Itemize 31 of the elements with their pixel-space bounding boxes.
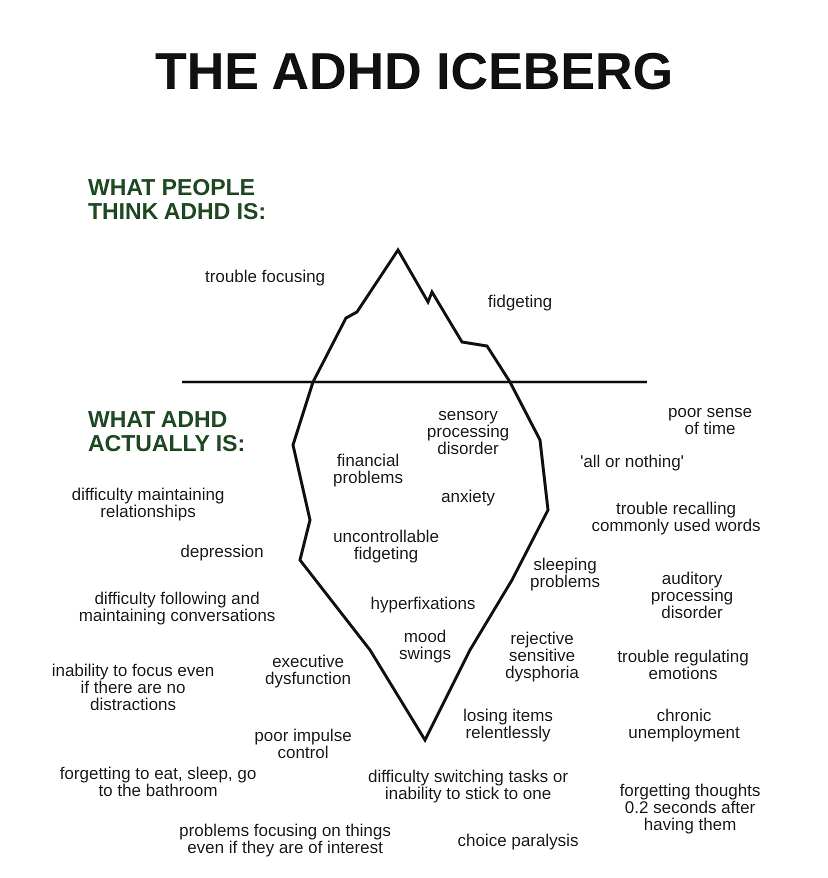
title: THE ADHD ICEBERG — [154, 42, 674, 102]
symptom-label: hyperfixations — [370, 595, 476, 612]
symptom-label: inability to focus even if there are no distractions — [50, 662, 216, 713]
symptom-label: mood swings — [398, 628, 452, 662]
symptom-label: poor impulse control — [253, 727, 353, 761]
symptom-label: financial problems — [332, 452, 404, 486]
symptom-label: auditory processing disorder — [650, 570, 734, 621]
symptom-label: trouble regulating emotions — [616, 648, 750, 682]
symptom-label: fidgeting — [486, 293, 554, 310]
symptom-label: sensory processing disorder — [426, 406, 510, 457]
symptom-label: difficulty following and maintaining conversations — [78, 590, 276, 624]
symptom-label: sleeping problems — [529, 556, 601, 590]
symptom-label: forgetting thoughts 0.2 seconds after having them — [618, 782, 762, 833]
symptom-label: difficulty switching tasks or inability to stick to one — [367, 768, 569, 802]
section-heading: WHAT ADHD ACTUALLY IS: — [88, 407, 246, 455]
section-heading: WHAT PEOPLE THINK ADHD IS: — [88, 175, 268, 223]
symptom-label: rejective sensitive dysphoria — [504, 630, 580, 681]
symptom-label: trouble focusing — [204, 268, 326, 285]
symptom-label: problems focusing on things even if they are of interest — [178, 822, 392, 856]
symptom-label: difficulty maintaining relationships — [70, 486, 226, 520]
symptom-label: poor sense of time — [666, 403, 754, 437]
symptom-label: depression — [179, 543, 265, 560]
symptom-label: trouble recalling commonly used words — [590, 500, 762, 534]
symptom-label: executive dysfunction — [264, 653, 352, 687]
symptom-label: 'all or nothing' — [579, 453, 685, 470]
symptom-label: losing items relentlessly — [462, 707, 554, 741]
symptom-label: anxiety — [440, 488, 496, 505]
symptom-label: chronic unemployment — [627, 707, 741, 741]
symptom-label: choice paralysis — [456, 832, 580, 849]
symptom-label: forgetting to eat, sleep, go to the bathroom — [58, 765, 258, 799]
symptom-label: uncontrollable fidgeting — [332, 528, 440, 562]
